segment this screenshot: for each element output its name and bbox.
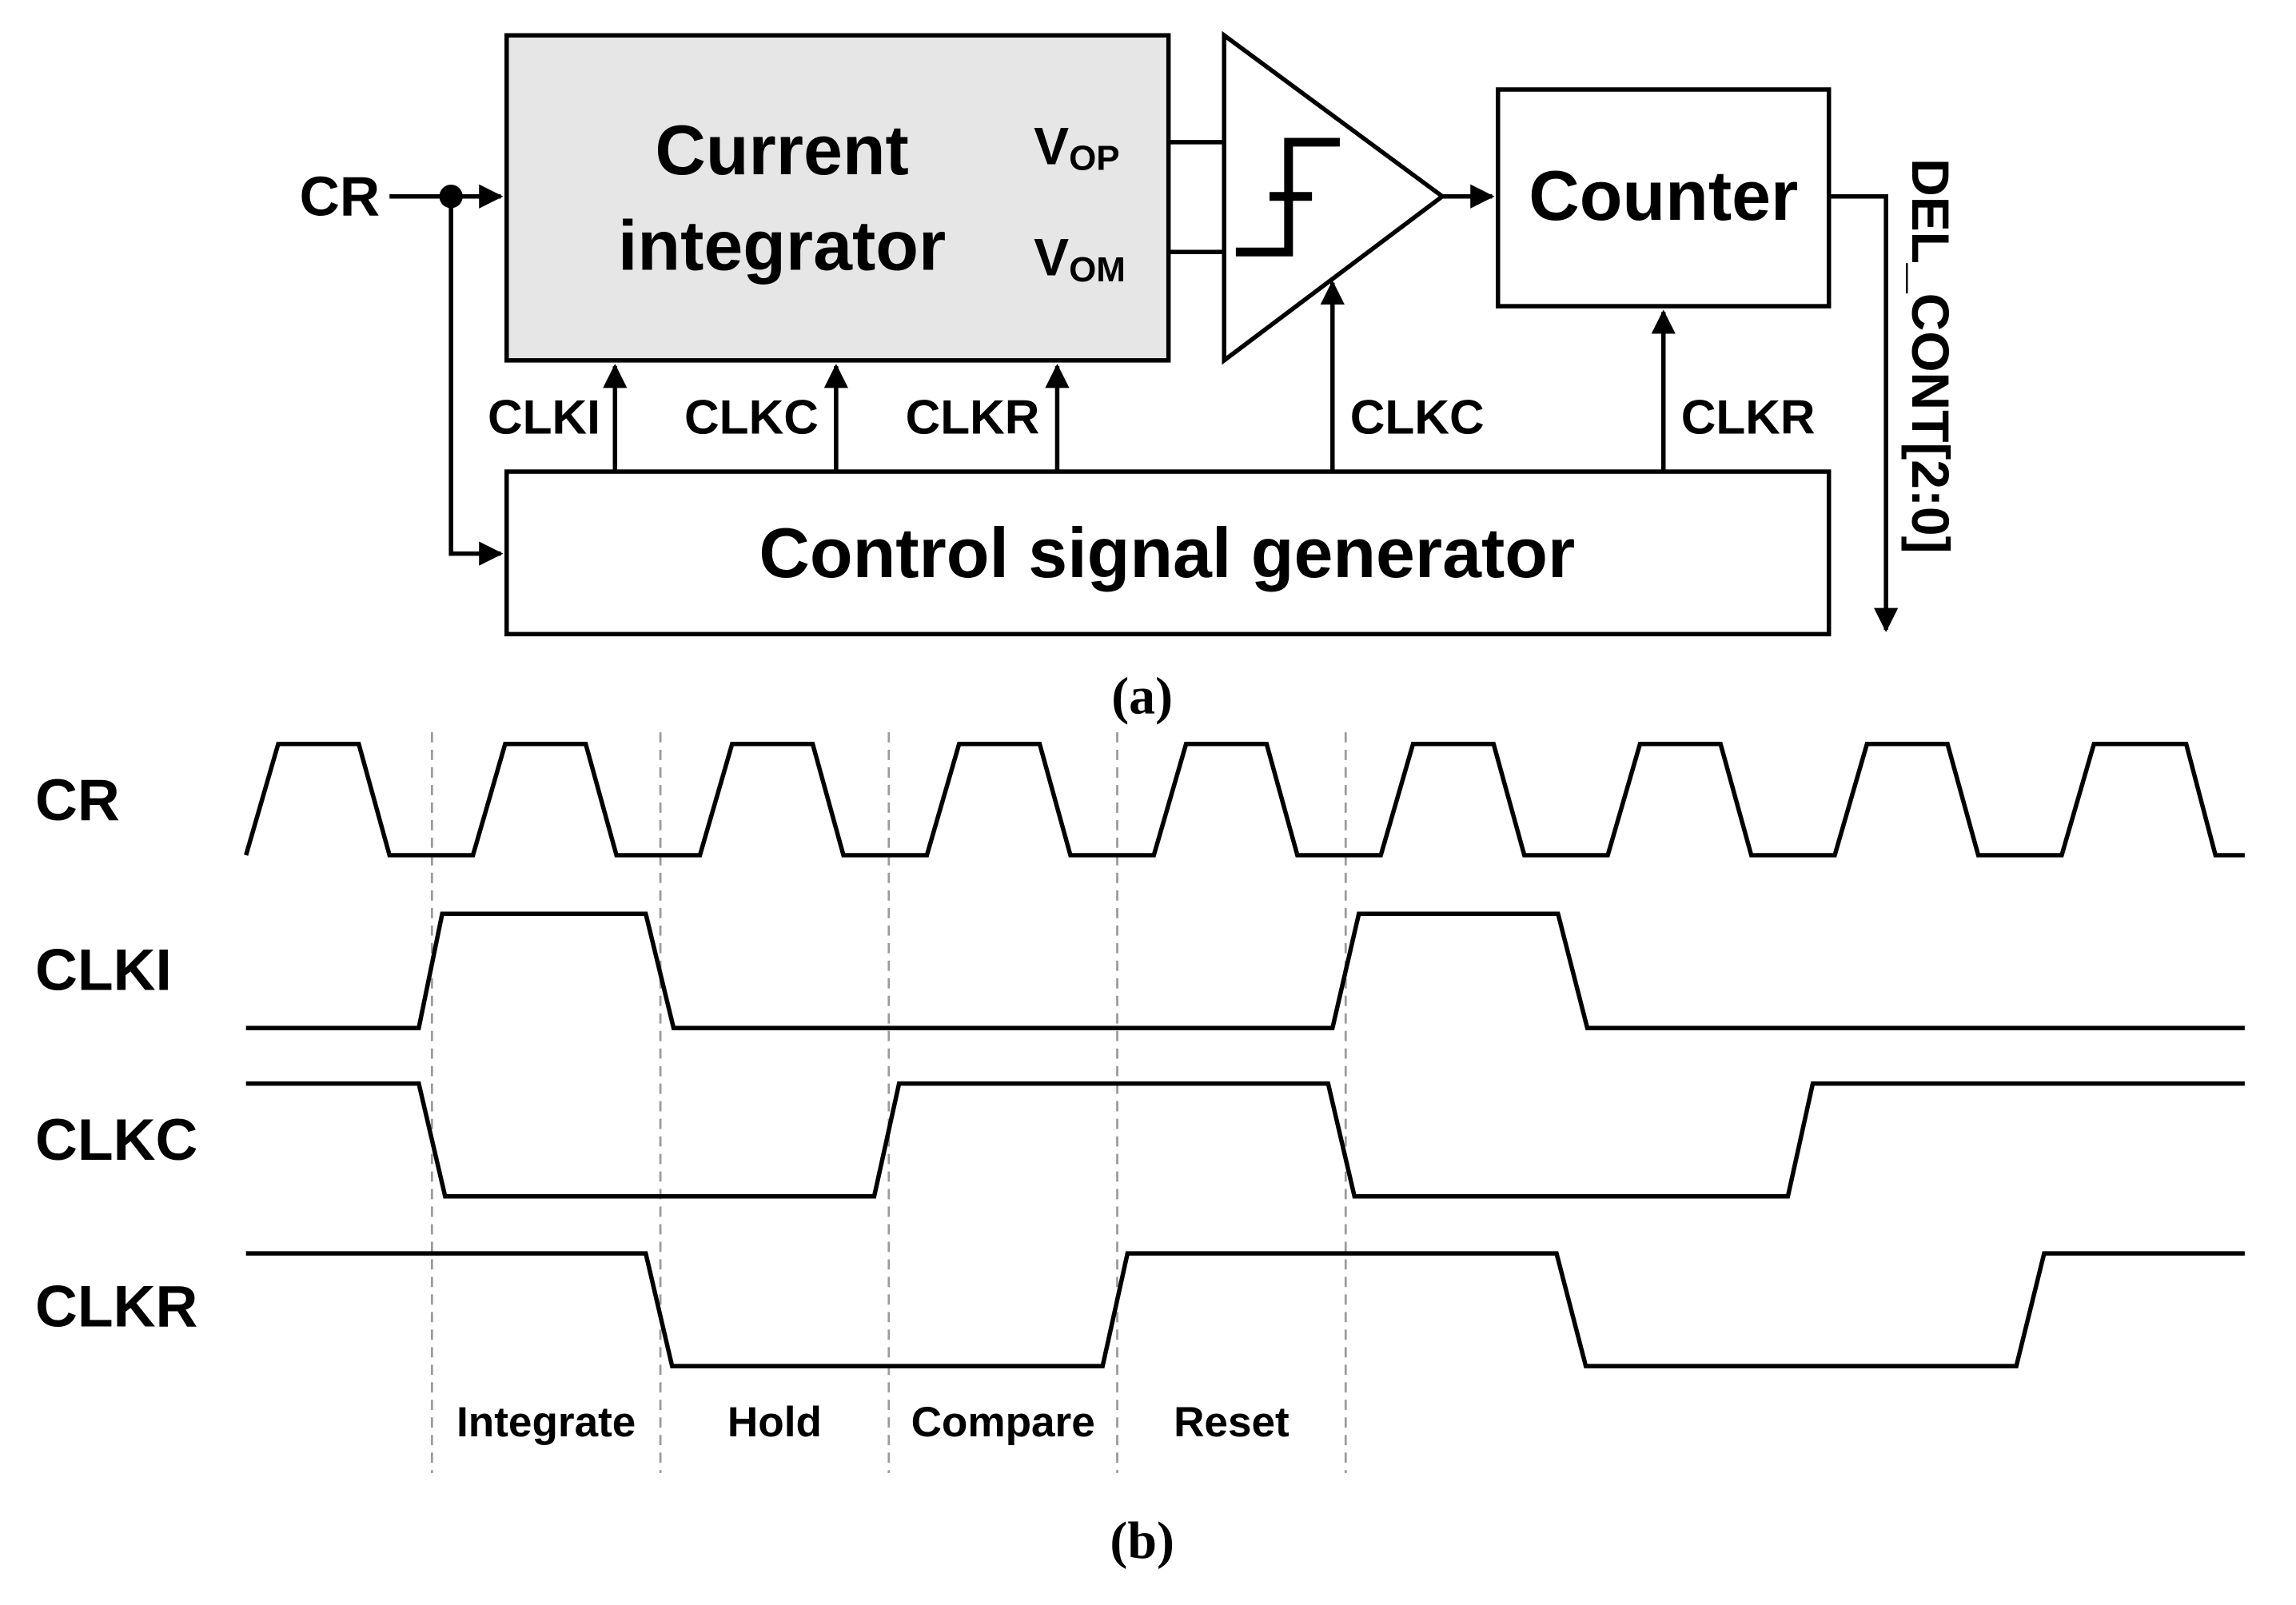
comparator-triangle [1222,30,1446,365]
signal-label-clkr: CLKR [35,1274,197,1340]
clkc-label: CLKC [684,389,819,444]
panel-label-b: (b) [1110,1511,1174,1570]
control-generator-box [504,469,1832,637]
vop-main: V [1034,116,1069,175]
phase-label-hold: Hold [727,1399,822,1446]
vom-sub: OM [1069,250,1126,289]
waveform-cr [244,741,2245,858]
vop-sub: OP [1069,139,1119,178]
integrator-title-line1: Current [655,110,908,189]
phase-label-integrate: Integrate [456,1399,636,1446]
signal-label-cr: CR [35,767,120,833]
timing-diagram: CR CLKI CLKC CLKR Integrate Hold Compare… [35,732,2245,1570]
current-integrator-block: Current integrator VOP VOM [504,33,1171,363]
phase-boundaries [430,732,1347,1473]
control-generator-label: Control signal generator [759,513,1575,592]
signal-label-clkc: CLKC [35,1107,197,1173]
counter-box [1496,87,1832,309]
phase-label-reset: Reset [1174,1399,1290,1446]
phase-label-compare: Compare [911,1399,1095,1446]
control-signal-generator-block: Control signal generator [504,469,1832,637]
clkr-label: CLKR [906,389,1040,444]
counter-block: Counter [1496,87,1832,309]
output-wire [1828,193,1899,632]
waveform-clkc [245,1081,2245,1199]
comparator [1222,30,1446,365]
integrator-box [504,33,1171,363]
clkr-counter-label: CLKR [1681,389,1816,444]
clkc-comparator-label: CLKC [1350,389,1485,444]
vom-main: V [1034,228,1069,287]
block-diagram: CR Current integrator VOP VOM [300,30,1960,725]
vop-label: VOP [1034,116,1119,177]
waveform-clki [245,911,2245,1030]
clki-label: CLKI [488,389,600,444]
panel-label-a: (a) [1111,667,1173,725]
counter-label: Counter [1529,156,1798,235]
input-branch-wire [448,196,504,566]
integrator-title-line2: integrator [618,205,946,285]
waveform-clkr [245,1251,2245,1368]
signal-label-clki: CLKI [35,937,172,1002]
input-label-cr: CR [300,165,381,228]
vom-label: VOM [1034,228,1126,289]
output-label-del-cont: DEL_CONT[2:0] [1901,158,1960,553]
